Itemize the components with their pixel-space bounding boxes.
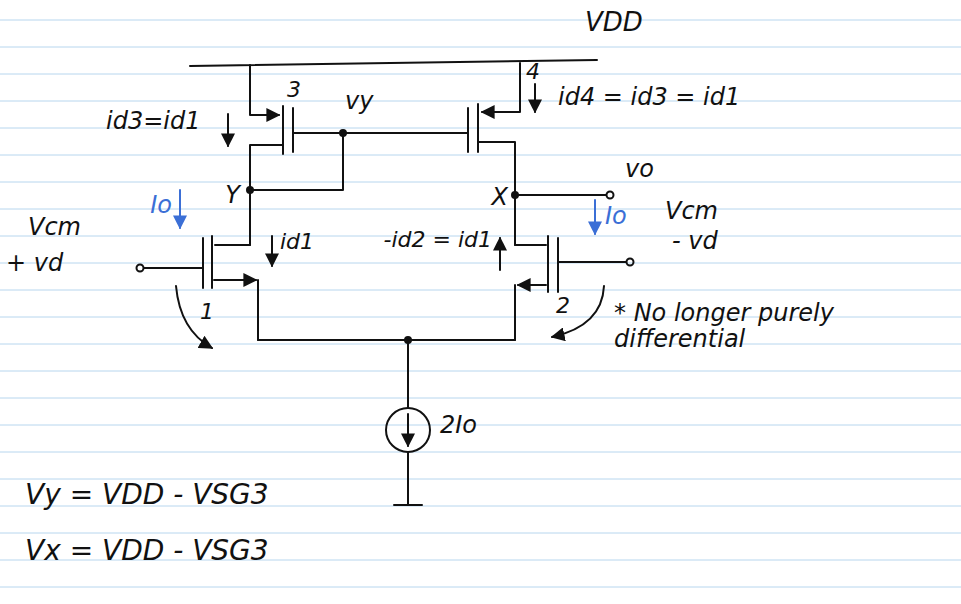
ruled-line [0,371,961,372]
ground-wire [407,452,409,505]
current-source-arrow [407,414,409,446]
ruled-line [0,452,961,453]
ruled-line [0,209,961,210]
terminal [607,192,614,199]
nmos-source [214,279,256,281]
source-wire [514,285,516,340]
tail-wire [407,340,409,408]
nmos-drain [515,244,546,246]
signal-label: Vy = VDD - VSG3 [25,480,269,511]
signal-label: 2Io [440,412,477,438]
signal-label: 2 [556,294,570,318]
signal-label: Io [605,203,627,229]
signal-label: Vcm [28,214,81,240]
ruled-line [0,398,961,399]
current-source-symbol [386,408,430,452]
pmos-source [482,63,520,112]
ruled-line [0,101,961,102]
source-wire [257,280,259,340]
signal-label: - vd [672,228,718,254]
current-arrow [594,200,596,234]
signal-label: id4 = id3 = id1 [558,84,740,110]
pmos-gate-plate [292,108,294,152]
signal-label: X [492,184,508,210]
gate-wire [293,132,468,134]
signal-label: id1 [280,230,314,254]
nmos-source [518,284,546,286]
pmos-channel [477,104,479,152]
signal-label: Io [150,192,172,218]
junction-dot [340,130,346,136]
current-arrow [499,238,501,270]
signal-label: 4 [526,60,540,84]
current-arrow [271,236,273,266]
nmos-channel [547,236,549,292]
ground-symbol [394,504,422,506]
terminal [137,265,144,272]
signal-label: -id2 = id1 [383,228,492,252]
ruled-line [0,182,961,183]
signal-label: Y [225,182,240,208]
signal-label: vo [625,156,654,182]
nmos-drain [215,244,250,246]
pointer-arrow [552,286,604,337]
ruled-line [0,425,961,426]
current-arrow [534,84,536,112]
gate-wire [558,261,626,263]
terminal [627,259,634,266]
tail-wire [258,339,515,341]
pmos-drain [250,145,283,245]
signal-label: Vcm [665,198,718,224]
signal-label: Vx = VDD - VSG3 [25,536,269,567]
ruled-line [0,587,961,588]
pmos-source [250,65,279,115]
signal-label: 1 [200,300,214,324]
nmos-gate-plate [202,238,204,288]
ruled-line [0,74,961,75]
ruled-line [0,344,961,345]
ruled-line [0,155,961,156]
current-arrow [227,114,229,146]
pmos-channel [282,106,284,154]
signal-label: + vd [6,250,63,276]
output-wire [515,194,606,196]
ruled-line [0,290,961,291]
ruled-line [0,20,961,21]
signal-label: * No longer purely differential [614,300,949,353]
junction-dot [247,187,253,193]
nmos-gate-plate [557,238,559,292]
signal-label: vy [345,88,373,114]
gate-wire [144,267,203,269]
diode-wire [250,133,343,190]
ruled-line [0,533,961,534]
signal-label: 3 [287,78,301,102]
pmos-gate-plate [467,108,469,152]
current-arrow [179,190,181,228]
signal-label: id3=id1 [106,108,200,134]
nmos-channel [211,236,213,288]
ruled-line [0,47,961,48]
ruled-line [0,263,961,264]
signal-label: VDD [585,8,643,37]
